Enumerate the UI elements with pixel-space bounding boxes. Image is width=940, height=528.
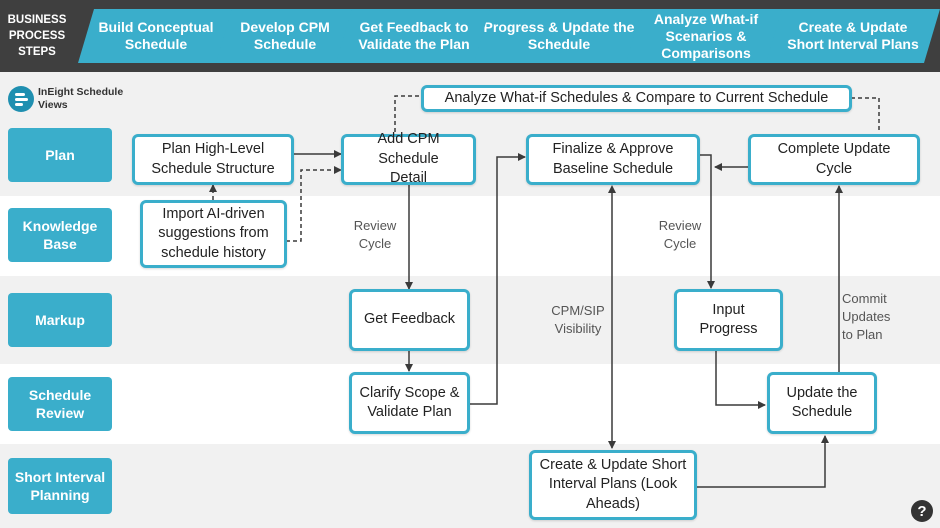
lane-knowledge-base: Knowledge Base (8, 208, 112, 262)
arrow-ai-to-cpm (286, 166, 342, 242)
node-add-cpm-detail: Add CPM Schedule Detail (341, 131, 476, 186)
node-complete-update-cycle: Complete Update Cycle (748, 134, 920, 185)
step-develop-cpm-schedule: Develop CPM Schedule (216, 9, 354, 63)
help-icon[interactable]: ? (911, 500, 933, 522)
schedule-logo-icon (8, 86, 34, 112)
node-plan-high-level: Plan High-Level Schedule Structure (132, 134, 294, 185)
step-progress-update: Progress & Update the Schedule (474, 9, 644, 63)
label-commit-updates: Commit Updates to Plan (842, 291, 891, 342)
step-get-feedback: Get Feedback to Validate the Plan (336, 9, 492, 63)
arrow-sip-to-update (696, 435, 829, 488)
arrow-finalize-to-progress (699, 154, 715, 289)
dash-whatif-to-complete (851, 97, 880, 132)
node-update-schedule: Update the Schedule (767, 372, 877, 434)
lane-plan: Plan (8, 128, 112, 182)
step-create-update-sip: Create & Update Short Interval Plans (766, 9, 940, 63)
node-get-feedback: Get Feedback (349, 289, 470, 351)
label-cpm-sip-visibility: CPM/SIP Visibility (551, 303, 605, 336)
node-clarify-scope: Clarify Scope & Validate Plan (349, 372, 470, 434)
arrow-clarify-to-finalize (469, 153, 526, 405)
step-build-conceptual-schedule: Build Conceptual Schedule (78, 9, 234, 63)
band-markup (0, 276, 940, 364)
process-steps-header: BUSINESS PROCESS STEPS Build Conceptual … (0, 0, 940, 72)
node-input-progress: Input Progress (674, 289, 783, 351)
node-analyze-whatif: Analyze What-if Schedules & Compare to C… (421, 85, 852, 112)
node-create-sip: Create & Update Short Interval Plans (Lo… (529, 450, 697, 520)
node-finalize-baseline: Finalize & Approve Baseline Schedule (526, 134, 700, 185)
lane-schedule-review: Schedule Review (8, 377, 112, 431)
label-review-cycle-2: Review Cycle (658, 218, 702, 251)
ineight-logo: InEight Schedule Views (8, 86, 130, 112)
band-short-interval (0, 444, 940, 528)
logo-text: InEight Schedule Views (38, 86, 124, 111)
lane-markup: Markup (8, 293, 112, 347)
dash-cpm-to-whatif (394, 95, 421, 132)
label-review-cycle-1: Review Cycle (353, 218, 397, 251)
arrow-progress-to-update (715, 350, 766, 409)
business-process-steps-label: BUSINESS PROCESS STEPS (7, 14, 67, 58)
lane-short-interval-planning: Short Interval Planning (8, 458, 112, 514)
step-analyze-what-if: Analyze What-if Scenarios & Comparisons (626, 9, 786, 63)
node-import-ai-suggestions: Import AI-driven suggestions from schedu… (140, 200, 287, 268)
